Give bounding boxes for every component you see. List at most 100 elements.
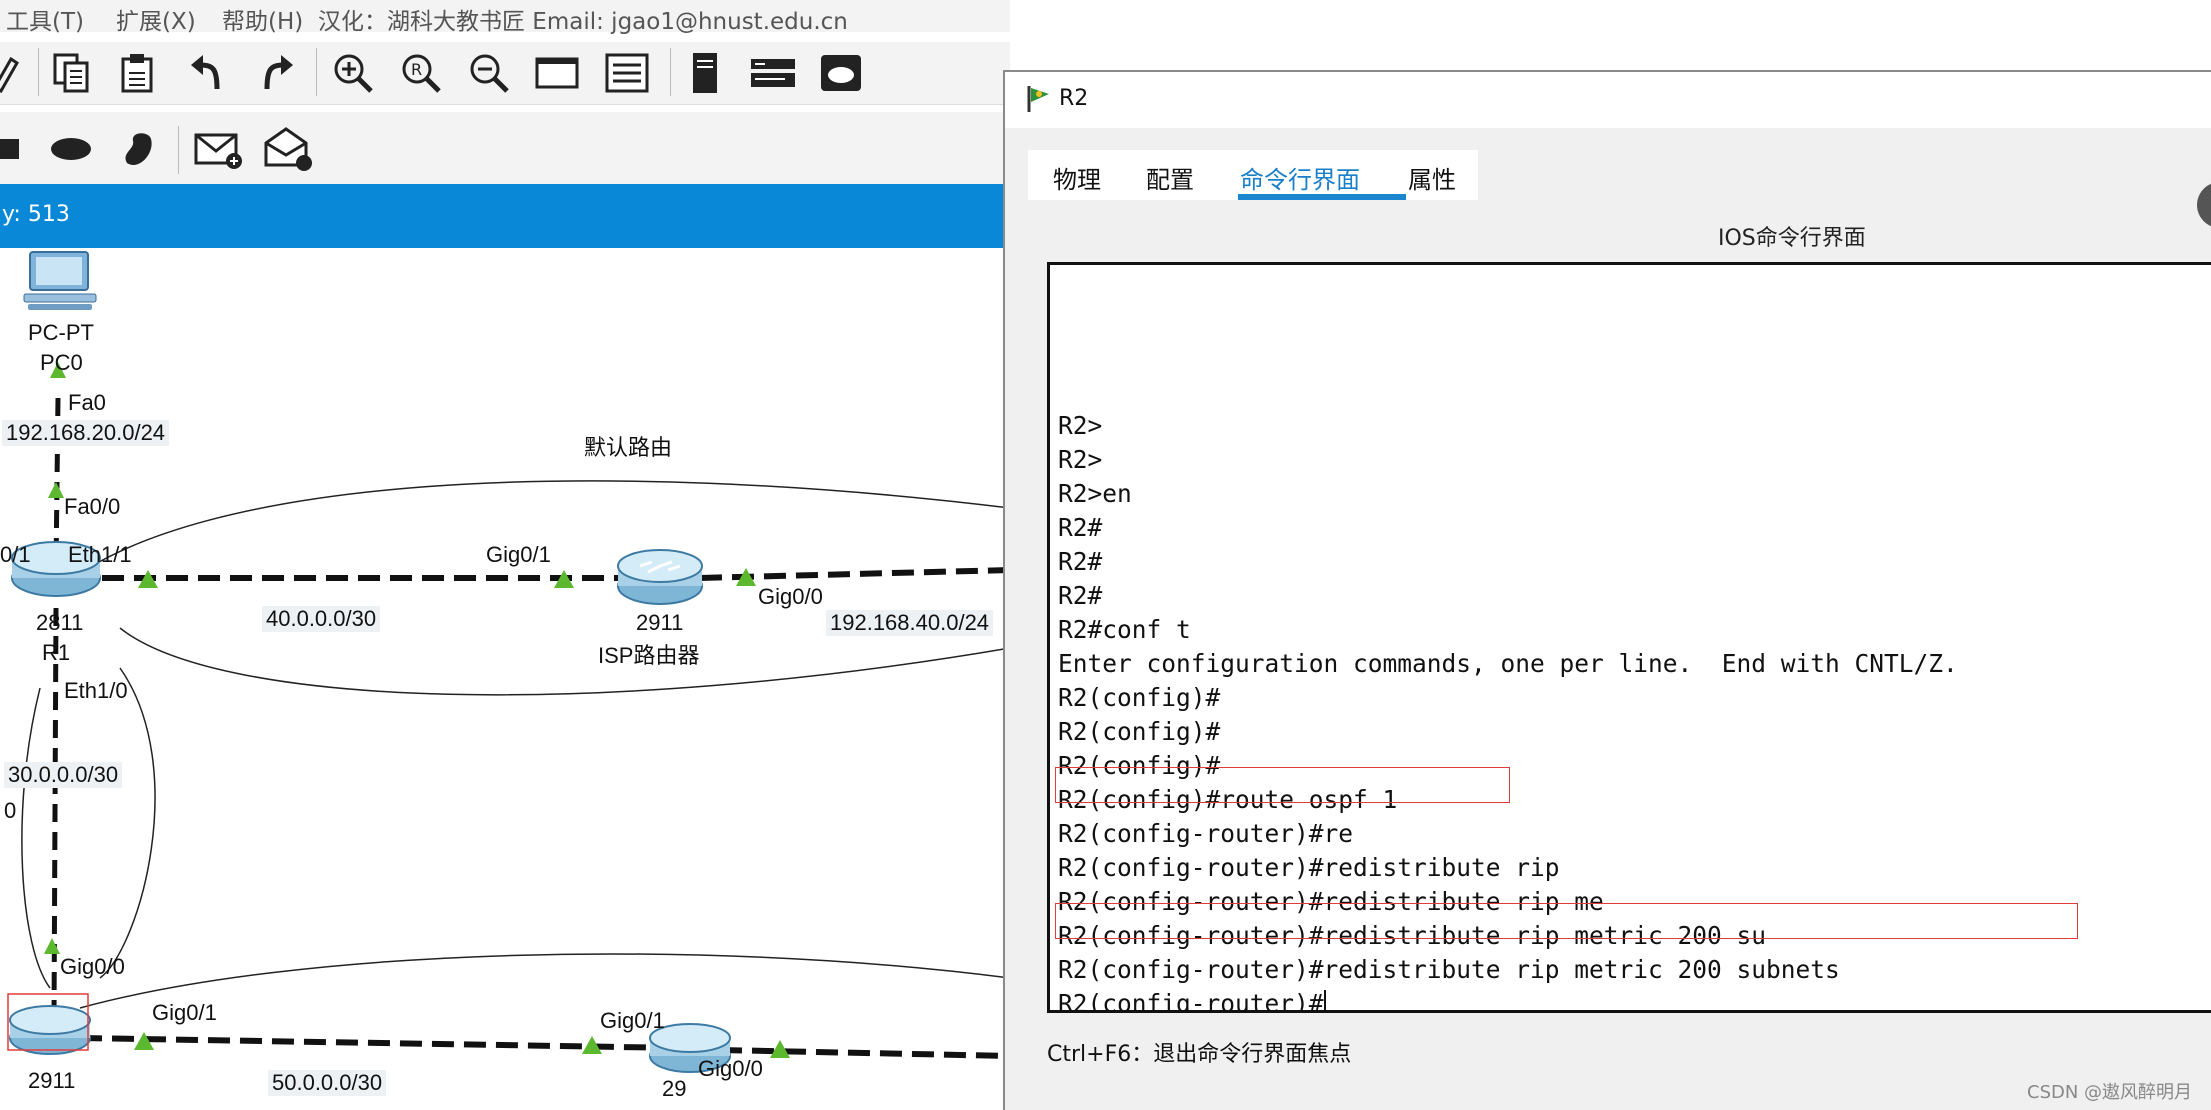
highlight-box	[1055, 767, 1510, 803]
cli-footer-hint: Ctrl+F6：退出命令行界面焦点	[1047, 1042, 1352, 1067]
menu-bar: 工具(T) 扩展(X) 帮助(H) 汉化：湖科大教书匠 Email: jgao1…	[0, 0, 1010, 35]
text-cursor	[1323, 990, 1326, 1010]
tab-cli[interactable]: 命令行界面	[1240, 166, 1360, 194]
zoom-reset-icon[interactable]: R	[396, 48, 446, 98]
network-label: 30.0.0.0/30	[4, 762, 123, 788]
close-button[interactable]	[2197, 182, 2211, 228]
redo-icon[interactable]	[250, 48, 300, 98]
terminal-line: R2(config-router)#re	[1058, 819, 1354, 848]
network-label: 50.0.0.0/30	[268, 1070, 387, 1096]
highlight-box	[1055, 903, 2078, 939]
terminal-line: R2#	[1058, 513, 1103, 542]
toolbar-divider	[38, 48, 39, 96]
tab-config[interactable]: 配置	[1146, 166, 1194, 194]
terminal-line: R2#conf t	[1058, 615, 1191, 644]
tab-physical[interactable]: 物理	[1053, 166, 1101, 194]
port-label: Gig0/0	[60, 954, 125, 979]
terminal-line: R2#	[1058, 581, 1103, 610]
coordinate-bar: y: 513	[0, 184, 1010, 248]
port-label: Gig0/1	[486, 542, 551, 567]
paste-icon[interactable]	[112, 48, 162, 98]
partial-label: 0	[4, 798, 17, 823]
terminal-line: R2>	[1058, 445, 1103, 474]
window-icon[interactable]	[532, 48, 582, 98]
zoom-in-icon[interactable]	[328, 48, 378, 98]
cli-terminal[interactable]: R2> R2> R2>en R2# R2# R2# R2#conf t Ente…	[1047, 262, 2211, 1013]
packet-tracer-icon	[1025, 84, 1053, 118]
default-route-label: 默认路由	[584, 435, 673, 460]
port-label: Gig0/1	[600, 1008, 665, 1033]
toolbar-divider	[178, 126, 179, 174]
router-r4-icon	[649, 1023, 731, 1073]
device-model-label: 29	[662, 1076, 687, 1101]
watermark: CSDN @遨风醉明月	[2027, 1082, 2193, 1103]
copy-icon[interactable]	[46, 48, 96, 98]
freeform-icon[interactable]	[114, 124, 164, 174]
port-label: Eth1/1	[68, 542, 132, 567]
router-r1-icon	[11, 541, 101, 597]
toolbar-divider	[670, 48, 671, 96]
pc-model-label: PC-PT	[28, 320, 94, 345]
port-label: Eth1/0	[64, 678, 128, 703]
router-r2-window: R2 物理 配置 命令行界面 属性 IOS命令行界面 R2> R2> R2>en…	[1003, 70, 2211, 1110]
port-label: 0/1	[0, 542, 31, 567]
zoom-out-icon[interactable]	[464, 48, 514, 98]
device-model-label: 2911	[636, 610, 684, 635]
terminal-line: R2(config)#	[1058, 683, 1221, 712]
terminal-line: R2(config-router)#redistribute rip me	[1058, 887, 1604, 916]
network-label: 40.0.0.0/30	[262, 606, 381, 632]
toolbar-main: R	[0, 42, 1010, 105]
menu-extensions[interactable]: 扩展(X)	[116, 9, 196, 35]
terminal-line: Enter configuration commands, one per li…	[1058, 649, 1958, 678]
topology-canvas[interactable]: PC-PT PC0 Fa0 192.168.20.0/24 Fa0/0 默认路由…	[0, 248, 1010, 1108]
terminal-line: R2(config)#	[1058, 717, 1221, 746]
window-title: R2	[1059, 86, 1089, 111]
terminal-line: R2>en	[1058, 479, 1132, 508]
device-model-label: 2811	[36, 610, 84, 635]
tab-attributes[interactable]: 属性	[1408, 166, 1456, 194]
router-isp-icon	[617, 549, 703, 605]
topology-links	[7, 251, 1010, 1073]
undo-icon[interactable]	[184, 48, 234, 98]
device-name-label: ISP路由器	[598, 643, 700, 668]
ellipse-icon[interactable]	[46, 124, 96, 174]
port-label: Fa0	[68, 390, 106, 415]
simple-pdu-icon[interactable]	[192, 124, 242, 174]
toolbar-divider	[316, 48, 317, 96]
device-list-icon[interactable]	[680, 48, 730, 98]
terminal-line: R2(config-router)#redistribute rip metri…	[1058, 955, 1840, 984]
terminal-line: R2(config)#route ospf 1	[1058, 785, 1398, 814]
pc-name-label: PC0	[40, 350, 83, 375]
port-label: Gig0/0	[698, 1056, 763, 1081]
terminal-line: R2#	[1058, 547, 1103, 576]
terminal-output: R2> R2> R2>en R2# R2# R2# R2#conf t Ente…	[1058, 409, 1958, 1010]
translator-credit: 汉化：湖科大教书匠 Email: jgao1@hnust.edu.cn	[318, 9, 848, 35]
active-tab-indicator	[1238, 194, 1406, 200]
rectangle-icon[interactable]	[0, 124, 26, 174]
tab-bar: 物理 配置 命令行界面 属性	[1028, 150, 1478, 200]
pen-icon[interactable]	[0, 48, 30, 98]
network-label: 192.168.20.0/24	[2, 420, 170, 446]
svg-text:R: R	[411, 60, 422, 79]
terminal-line: R2>	[1058, 411, 1103, 440]
menu-tools[interactable]: 工具(T)	[6, 9, 84, 35]
pc-device-icon	[23, 251, 97, 310]
network-label: 192.168.40.0/24	[826, 610, 994, 636]
menu-help[interactable]: 帮助(H)	[222, 9, 304, 35]
device-name-label: R1	[42, 640, 71, 665]
cli-heading: IOS命令行界面	[1718, 226, 1866, 251]
terminal-line: R2(config-router)#redistribute rip	[1058, 853, 1560, 882]
switch-device-icon[interactable]	[748, 48, 798, 98]
window-titlebar[interactable]: R2	[1005, 72, 2211, 128]
terminal-line: R2(config)#	[1058, 751, 1221, 780]
coordinate-readout: y: 513	[2, 202, 70, 227]
router-r3-icon	[7, 993, 91, 1055]
port-label: Fa0/0	[64, 494, 121, 519]
complex-pdu-icon[interactable]	[262, 124, 312, 174]
cloud-device-icon[interactable]	[816, 48, 866, 98]
device-model-label: 2911	[28, 1068, 76, 1093]
toolbar-shapes	[0, 112, 1010, 184]
palette-icon[interactable]	[602, 48, 652, 98]
terminal-line: R2(config-router)#redistribute rip metri…	[1058, 921, 1767, 950]
port-label: Gig0/1	[152, 1000, 217, 1025]
